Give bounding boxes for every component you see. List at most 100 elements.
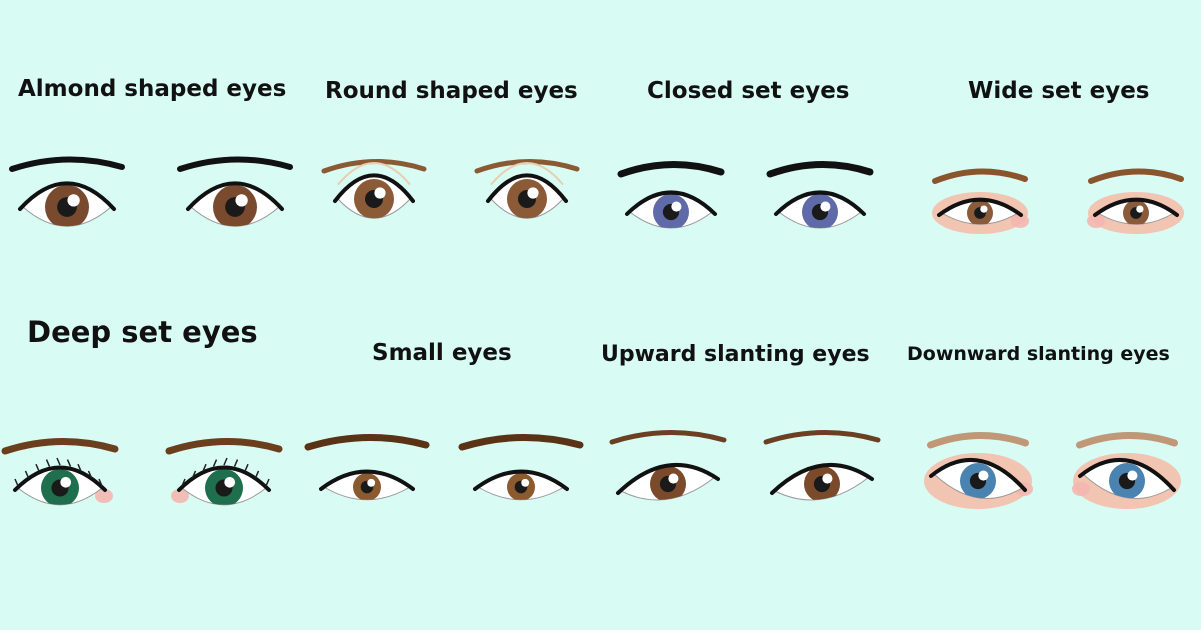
eyelash — [35, 463, 40, 472]
eyebrow — [766, 160, 874, 178]
eye-left — [609, 429, 727, 501]
eyelash — [24, 470, 30, 479]
label-upward-slanting-eyes: Upward slanting eyes — [601, 342, 870, 367]
eye-left — [932, 168, 1029, 234]
eyelash — [244, 463, 249, 472]
upper-eyelid — [486, 173, 568, 203]
eye-right — [766, 160, 874, 229]
eyebrow — [617, 160, 725, 178]
eyebrow — [304, 434, 430, 451]
eye-left — [321, 158, 427, 219]
upper-eyelid — [319, 469, 415, 491]
eyebrow — [1, 437, 119, 455]
highlight — [521, 478, 530, 487]
eyebrow — [1088, 168, 1184, 184]
highlight — [980, 205, 988, 213]
eyebrow — [763, 429, 881, 445]
eyelash — [212, 459, 218, 467]
highlight — [60, 476, 72, 488]
iris-group — [653, 194, 689, 228]
iris-group — [353, 473, 381, 500]
iris-group — [804, 466, 840, 501]
iris-group — [205, 469, 243, 505]
eye-left — [1, 437, 119, 506]
eye-right — [165, 437, 283, 506]
iris-group — [41, 469, 79, 505]
upper-eyelid — [929, 458, 1027, 492]
iris-group — [1109, 463, 1145, 499]
eyelash — [233, 459, 239, 467]
eye-left — [9, 156, 125, 227]
eyelash — [202, 463, 207, 472]
iris-group — [507, 473, 535, 500]
iris-group — [650, 466, 686, 501]
eyebrow — [927, 432, 1029, 449]
iris-group — [802, 194, 838, 228]
eyelash — [77, 463, 82, 472]
highlight — [527, 187, 539, 199]
eyelash — [56, 457, 61, 466]
highlight — [1127, 470, 1138, 481]
eyebrow — [1076, 432, 1178, 449]
highlight — [235, 194, 248, 207]
eye-right — [474, 158, 580, 219]
upper-eyelid — [333, 173, 415, 203]
label-downward-slanting-eyes: Downward slanting eyes — [907, 343, 1170, 365]
label-almond-shaped-eyes: Almond shaped eyes — [18, 76, 287, 102]
upper-eyelid — [616, 463, 720, 495]
label-closed-set-eyes: Closed set eyes — [647, 78, 850, 104]
eyebrow — [165, 437, 283, 455]
upper-eyelid — [177, 465, 271, 492]
iris-group — [960, 463, 996, 499]
upper-eyelid — [937, 197, 1023, 217]
label-small-eyes: Small eyes — [372, 340, 512, 366]
eyelash — [181, 478, 186, 487]
blush-spot — [1011, 214, 1029, 228]
eyelash — [254, 470, 260, 479]
eyelash — [45, 459, 51, 467]
highlight — [668, 473, 679, 484]
upper-eyelid — [18, 181, 116, 211]
eyebrow — [609, 429, 727, 445]
eyelash — [66, 459, 72, 467]
upper-eyelid — [1078, 458, 1176, 492]
highlight — [224, 476, 236, 488]
highlight — [1136, 205, 1144, 213]
eye-right — [1072, 432, 1181, 509]
upper-eyelid — [1093, 197, 1179, 217]
eyelash — [191, 470, 197, 479]
upper-eyelid — [625, 190, 717, 216]
eyelid-crease — [337, 162, 411, 186]
eyebrow — [932, 168, 1028, 184]
eye-left — [617, 160, 725, 229]
iris-group — [1123, 200, 1149, 225]
blush-spot — [1087, 214, 1105, 228]
label-round-shaped-eyes: Round shaped eyes — [325, 78, 578, 104]
highlight — [67, 194, 80, 207]
iris-group — [213, 185, 257, 227]
eye-right — [177, 156, 293, 227]
upper-eyelid — [473, 469, 569, 491]
highlight — [374, 187, 386, 199]
highlight — [822, 473, 833, 484]
highlight — [978, 470, 989, 481]
blush-spot — [171, 489, 189, 503]
label-wide-set-eyes: Wide set eyes — [968, 78, 1150, 104]
eyebrow — [474, 158, 580, 174]
eyebrow — [321, 158, 427, 174]
eyelash — [223, 457, 228, 466]
eyebrow — [9, 156, 125, 172]
eye-right — [763, 429, 881, 501]
eye-right — [1087, 168, 1184, 234]
blush-spot — [1072, 482, 1090, 496]
eyebrow — [458, 434, 584, 451]
eye-right — [458, 434, 584, 501]
eyelid-crease — [490, 162, 564, 186]
upper-eyelid — [774, 190, 866, 216]
highlight — [671, 201, 682, 212]
iris-group — [45, 185, 89, 227]
highlight — [367, 478, 376, 487]
iris-group — [354, 179, 394, 219]
